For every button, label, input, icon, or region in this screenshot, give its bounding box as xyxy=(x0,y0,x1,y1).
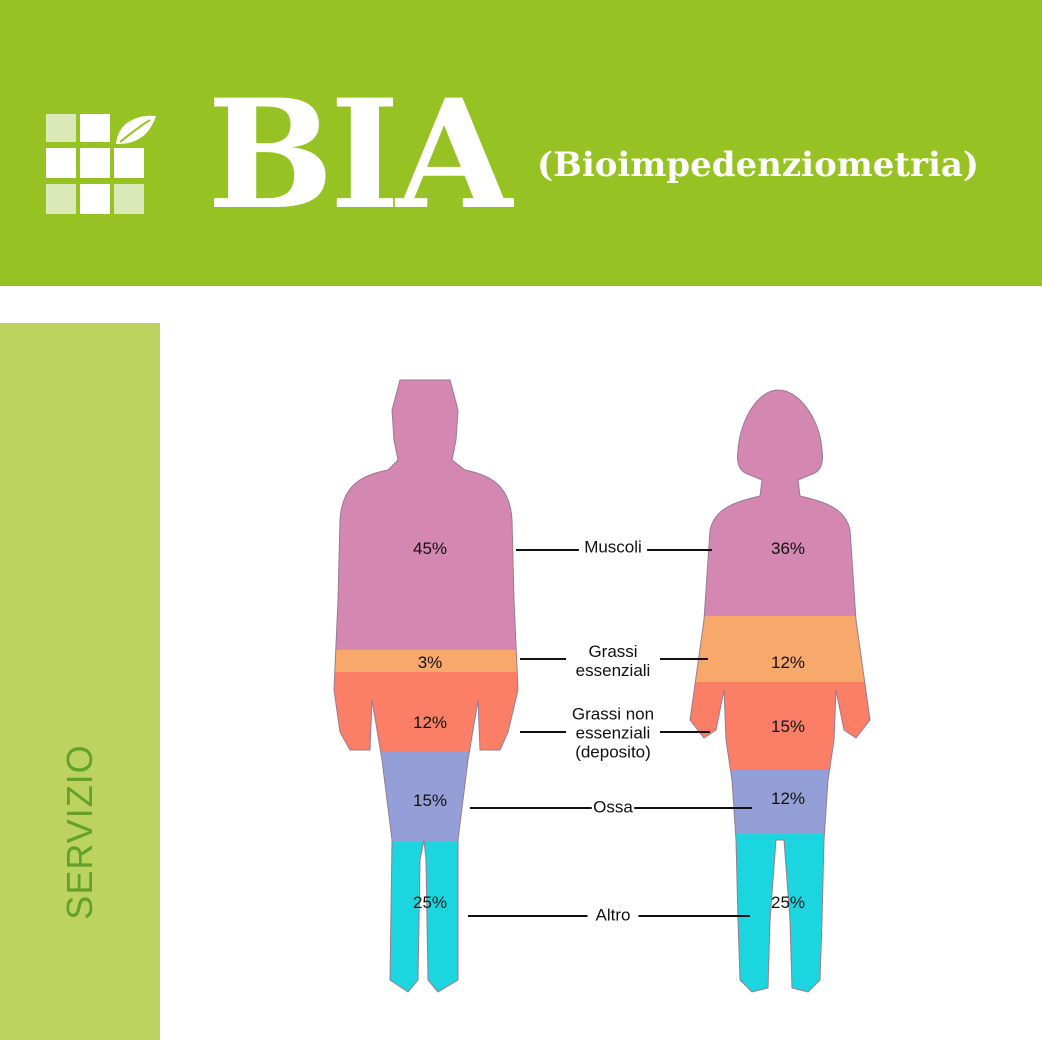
male-band-grassi-non-essenziali xyxy=(334,672,518,752)
male-percent-ossa: 15% xyxy=(413,791,447,810)
connector-lines xyxy=(468,549,752,917)
male-percent-altro: 25% xyxy=(413,893,447,912)
male-percent-grassi-essenziali: 3% xyxy=(418,653,443,672)
header-banner: BIA (Bioimpedenziometria) xyxy=(0,0,1042,286)
female-percent-grassi-essenziali: 12% xyxy=(771,653,805,672)
female-band-ossa xyxy=(690,770,870,834)
male-band-muscoli xyxy=(334,380,518,650)
female-percent-muscoli: 36% xyxy=(771,539,805,558)
male-band-grassi-essenziali xyxy=(334,650,518,672)
female-percent-ossa: 12% xyxy=(771,789,805,808)
male-band-ossa xyxy=(334,752,518,842)
percent-labels: 45% 36% 3% 12% 12% 15% 15% 12% 25% 25% xyxy=(413,539,805,912)
sidebar-band xyxy=(0,323,160,1040)
female-percent-grassi-non-essenziali: 15% xyxy=(771,717,805,736)
page-title: BIA xyxy=(207,67,512,243)
category-label-grassi-non-essenziali: (deposito) xyxy=(575,742,651,761)
category-label-muscoli: Muscoli xyxy=(584,537,642,556)
sidebar-label: SERVIZIO xyxy=(59,744,100,920)
grid-leaf-logo-icon xyxy=(46,114,156,214)
category-label-grassi-non-essenziali: essenziali xyxy=(576,723,651,742)
page-subtitle: (Bioimpedenziometria) xyxy=(537,145,979,185)
category-label-ossa: Ossa xyxy=(593,797,633,816)
category-label-altro: Altro xyxy=(596,905,631,924)
male-figure xyxy=(334,380,518,992)
female-figure xyxy=(690,390,870,992)
category-label-grassi-essenziali: Grassi xyxy=(588,642,637,661)
category-label-grassi-essenziali: essenziali xyxy=(576,661,651,680)
female-percent-altro: 25% xyxy=(771,893,805,912)
male-band-altro xyxy=(334,842,518,992)
male-percent-muscoli: 45% xyxy=(413,539,447,558)
female-band-grassi-essenziali xyxy=(690,616,870,682)
female-band-muscoli xyxy=(690,390,870,616)
category-label-grassi-non-essenziali: Grassi non xyxy=(572,704,654,723)
male-percent-grassi-non-essenziali: 12% xyxy=(413,713,447,732)
